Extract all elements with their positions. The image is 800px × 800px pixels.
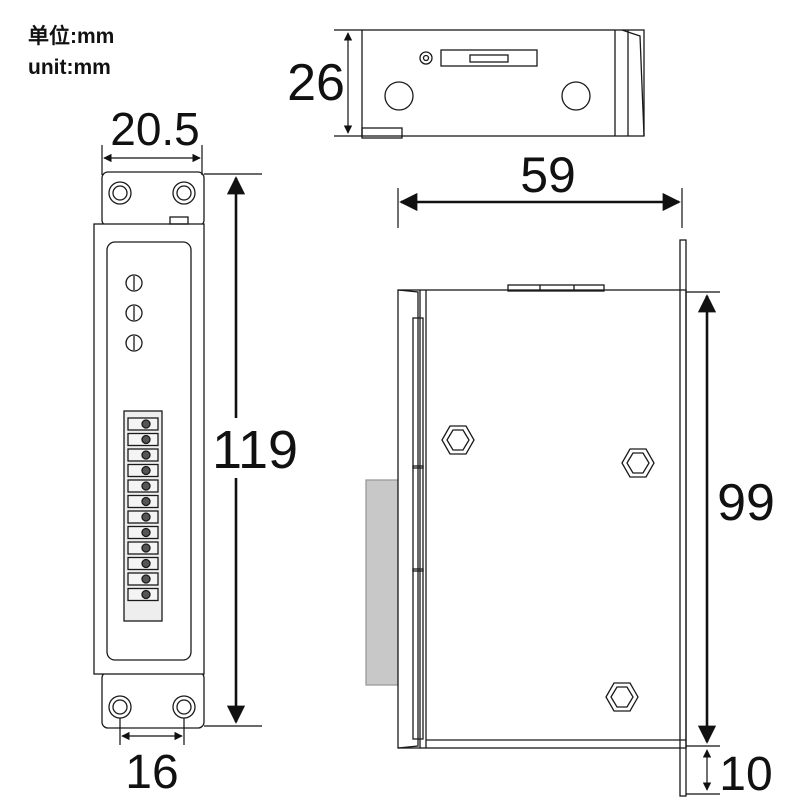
- led-indicator-icon: [125, 274, 143, 292]
- top-screw-icon: [419, 51, 433, 65]
- units-label-en: unit:mm: [28, 56, 111, 79]
- side-width-label: 59: [520, 147, 576, 203]
- terminal-screw-icon: [127, 432, 159, 447]
- led-indicator-icon: [125, 304, 143, 322]
- top-hole-icon: [561, 81, 591, 111]
- front-width-label: 20.5: [110, 103, 200, 155]
- terminal-screws: [127, 417, 159, 602]
- units-label-cn: 单位:mm: [28, 25, 115, 48]
- terminal-screw-icon: [127, 448, 159, 462]
- terminal-screw-icon: [127, 587, 159, 602]
- side-height-label: 99: [717, 474, 775, 532]
- side-mount-plate: [679, 239, 687, 797]
- terminal-screw-icon: [127, 541, 159, 555]
- top-hole-icon: [384, 81, 414, 111]
- mount-hole-icon: [172, 695, 196, 719]
- din-rail: [365, 479, 399, 686]
- side-dimension-lines: [397, 188, 720, 795]
- terminal-screw-icon: [127, 525, 159, 540]
- top-view: [361, 29, 645, 139]
- side-body: [397, 289, 687, 749]
- terminal-screw-icon: [127, 417, 159, 431]
- mount-hole-icon: [108, 181, 132, 205]
- led-indicator-icon: [125, 334, 143, 352]
- top-depth-label: 26: [287, 54, 345, 112]
- mount-hole-icon: [172, 181, 196, 205]
- terminal-screw-icon: [127, 510, 159, 524]
- hex-bolt-icon: [621, 448, 655, 478]
- terminal-screw-icon: [127, 556, 159, 571]
- terminal-screw-icon: [127, 479, 159, 493]
- top-dimension-lines: [334, 29, 362, 137]
- side-tab-label: 10: [719, 748, 772, 800]
- top-latch-slot: [440, 49, 538, 67]
- side-view: [365, 239, 687, 797]
- hex-bolt-icon: [441, 425, 475, 455]
- front-view: [93, 171, 205, 729]
- front-top-latch: [169, 216, 189, 225]
- mount-hole-icon: [108, 695, 132, 719]
- terminal-screw-icon: [127, 494, 159, 509]
- front-height-label: 119: [212, 420, 298, 480]
- top-body: [361, 29, 645, 137]
- hole-spacing-label: 16: [125, 746, 178, 799]
- side-top-latch: [507, 284, 605, 292]
- terminal-screw-icon: [127, 463, 159, 478]
- terminal-screw-icon: [127, 572, 159, 586]
- hex-bolt-icon: [605, 682, 639, 712]
